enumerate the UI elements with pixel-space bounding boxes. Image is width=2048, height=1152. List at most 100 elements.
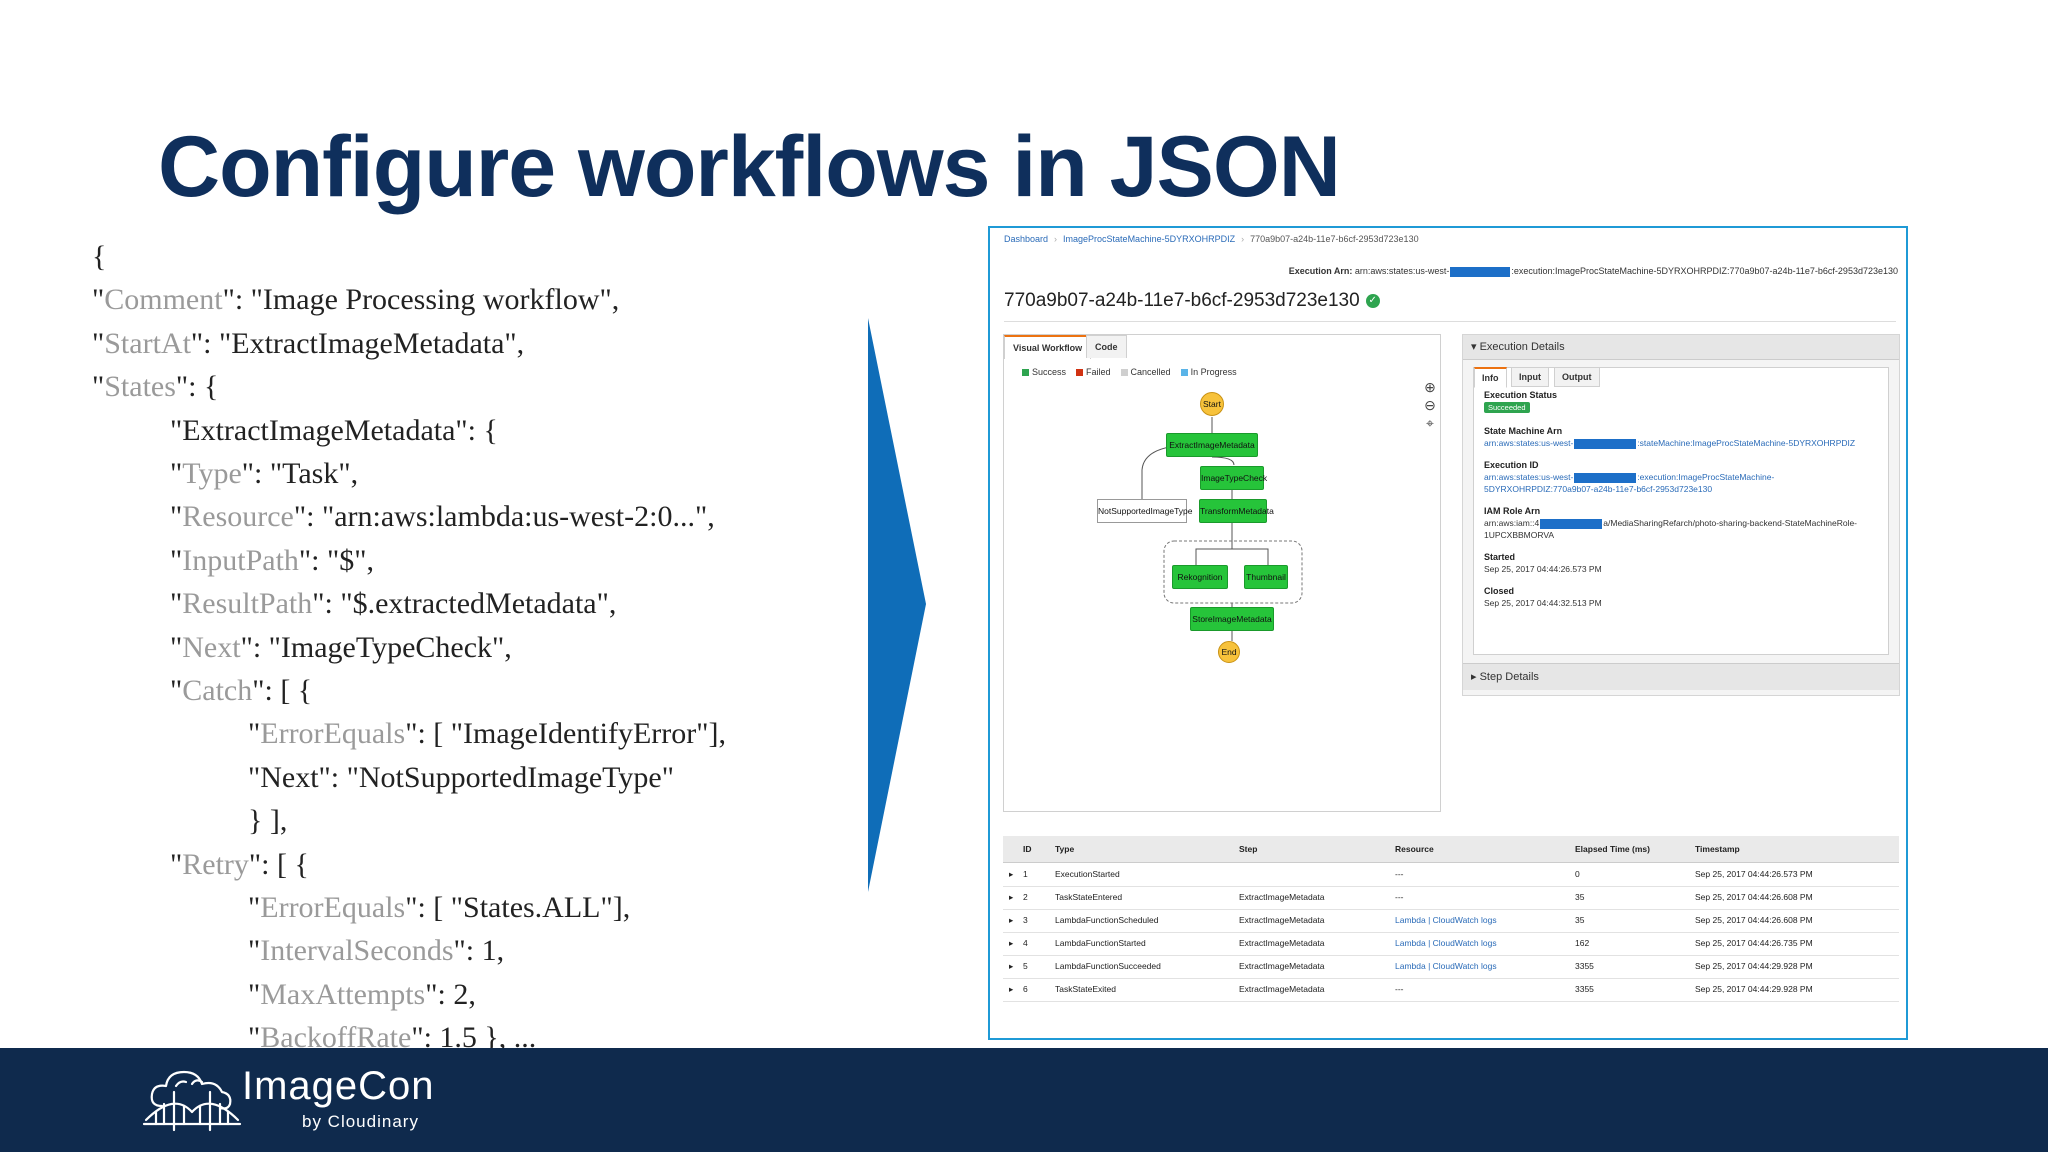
tab-info[interactable]: Info	[1474, 367, 1507, 388]
execution-details-header[interactable]: ▾ Execution Details	[1463, 335, 1899, 360]
code-line: "InputPath": "$",	[170, 543, 374, 577]
workflow-node-notsupported[interactable]: NotSupportedImageType	[1097, 499, 1193, 523]
code-line: "ExtractImageMetadata": {	[170, 414, 498, 448]
breadcrumb-state-machine[interactable]: ImageProcStateMachine-5DYRXOHRPDIZ	[1063, 234, 1236, 244]
code-line: "Next": "ImageTypeCheck",	[170, 630, 512, 664]
code-line: {	[92, 240, 106, 274]
code-text: {	[92, 240, 107, 273]
td-resource[interactable]: Lambda | CloudWatch logs	[1395, 938, 1497, 948]
code-line: "ResultPath": "$.extractedMetadata",	[170, 587, 617, 621]
expand-row-icon[interactable]: ▸	[1009, 892, 1014, 902]
code-key: Comment	[104, 283, 223, 317]
sm-arn-value[interactable]: arn:aws:states:us-west-:stateMachine:Ima…	[1484, 438, 1856, 449]
workflow-node-transform[interactable]: TransformMetadata	[1199, 499, 1274, 523]
execution-title: 770a9b07-a24b-11e7-b6cf-2953d723e130✓	[1004, 290, 1380, 312]
tab-input[interactable]: Input	[1511, 367, 1549, 387]
th-id[interactable]: ID	[1023, 844, 1032, 854]
td-timestamp: Sep 25, 2017 04:44:26.608 PM	[1695, 915, 1813, 925]
slide-title: Configure workflows in JSON	[158, 119, 1341, 215]
code-line: "Catch": [ {	[170, 674, 313, 707]
footer-bar: ImageCon by Cloudinary	[0, 1048, 2048, 1152]
td-timestamp: Sep 25, 2017 04:44:26.735 PM	[1695, 938, 1813, 948]
expand-row-icon[interactable]: ▸	[1009, 961, 1014, 971]
th-type[interactable]: Type	[1055, 844, 1075, 854]
breadcrumb-dashboard[interactable]: Dashboard	[1004, 234, 1049, 244]
workflow-node-rekognition[interactable]: Rekognition	[1172, 565, 1228, 589]
code-key: IntervalSeconds	[260, 934, 454, 968]
zoom-out-icon[interactable]: ⊖	[1424, 397, 1436, 413]
tab-output[interactable]: Output	[1554, 367, 1600, 387]
code-key: Type	[182, 457, 242, 490]
td-type: LambdaFunctionScheduled	[1055, 915, 1159, 925]
expand-row-icon[interactable]: ▸	[1009, 869, 1014, 879]
tab-visual-workflow[interactable]: Visual Workflow	[1004, 335, 1092, 359]
td-timestamp: Sep 25, 2017 04:44:29.928 PM	[1695, 984, 1813, 994]
code-key: MaxAttempts	[260, 977, 426, 1011]
code-line: "StartAt": "ExtractImageMetadata",	[92, 326, 525, 360]
legend-swatch	[1120, 369, 1128, 377]
center-icon[interactable]: ⌖	[1426, 415, 1434, 431]
tab-code[interactable]: Code	[1086, 335, 1127, 358]
code-text: } ],	[248, 804, 288, 838]
legend-label: Success	[1032, 367, 1067, 377]
step-functions-console-screenshot: Dashboard›ImageProcStateMachine-5DYRXOHR…	[988, 226, 1908, 1040]
legend-item: Cancelled	[1120, 367, 1171, 377]
legend-item: Success	[1022, 367, 1066, 377]
expand-row-icon[interactable]: ▸	[1009, 938, 1014, 948]
code-text: : "ImageTypeCheck",	[252, 630, 512, 664]
code-key: Catch	[182, 674, 253, 707]
th-timestamp[interactable]: Timestamp	[1695, 844, 1740, 854]
td-type: LambdaFunctionStarted	[1055, 938, 1146, 948]
exec-id-value[interactable]: arn:aws:states:us-west-:execution:ImageP…	[1484, 472, 1775, 483]
td-elapsed: 3355	[1575, 961, 1594, 971]
expand-row-icon[interactable]: ▸	[1009, 915, 1014, 925]
code-line: "Type": "Task",	[170, 457, 359, 490]
legend-label: In Progress	[1190, 367, 1237, 377]
workflow-node-start[interactable]: Start	[1200, 392, 1224, 416]
td-type: TaskStateEntered	[1055, 892, 1123, 902]
th-resource[interactable]: Resource	[1395, 844, 1434, 854]
started-label: Started	[1484, 552, 1516, 562]
workflow-node-store[interactable]: StoreImageMetadata	[1190, 607, 1274, 631]
code-text: : "$",	[311, 543, 374, 577]
expand-row-icon[interactable]: ▸	[1009, 984, 1014, 994]
code-text: : "Image Processing workflow",	[234, 283, 620, 317]
td-resource[interactable]: Lambda | CloudWatch logs	[1395, 961, 1497, 971]
step-details-header[interactable]: ▸ Step Details	[1463, 663, 1899, 690]
td-elapsed: 35	[1575, 915, 1585, 925]
workflow-node-thumbnail[interactable]: Thumbnail	[1244, 565, 1288, 589]
code-line: "Resource": "arn:aws:lambda:us-west-2:0.…	[170, 500, 715, 534]
code-line: "Comment": "Image Processing workflow",	[92, 283, 620, 317]
th-elapsed[interactable]: Elapsed Time (ms)	[1575, 844, 1650, 854]
code-text: : "$.extractedMetadata",	[324, 587, 617, 621]
code-text: : "arn:aws:lambda:us-west-2:0...",	[306, 500, 715, 534]
td-resource[interactable]: Lambda | CloudWatch logs	[1395, 915, 1497, 925]
workflow-node-typecheck[interactable]: ImageTypeCheck	[1200, 466, 1267, 490]
zoom-in-icon[interactable]: ⊕	[1424, 379, 1436, 395]
code-line: "ErrorEquals": [ "ImageIdentifyError"],	[248, 717, 726, 751]
iam-arn-value-line2: 1UPCXBBMORVA	[1484, 530, 1555, 540]
exec-id-value-line2[interactable]: 5DYRXOHRPDIZ:770a9b07-a24b-11e7-b6cf-295…	[1484, 484, 1713, 494]
exec-id-label: Execution ID	[1484, 460, 1539, 470]
workflow-node-end[interactable]: End	[1218, 641, 1240, 663]
code-line: "MaxAttempts": 2,	[248, 977, 476, 1011]
legend-swatch	[1076, 369, 1084, 377]
code-key: Next	[182, 630, 241, 664]
td-step: ExtractImageMetadata	[1239, 892, 1325, 902]
code-key: ErrorEquals	[260, 891, 406, 924]
chevron-right-icon	[868, 318, 926, 892]
code-text: : [ {	[261, 847, 309, 881]
workflow-node-extract[interactable]: ExtractImageMetadata	[1166, 433, 1258, 457]
th-step[interactable]: Step	[1239, 844, 1258, 854]
td-resource: ---	[1395, 984, 1404, 994]
code-text: : "Task",	[254, 457, 359, 490]
legend-swatch	[1180, 369, 1188, 377]
